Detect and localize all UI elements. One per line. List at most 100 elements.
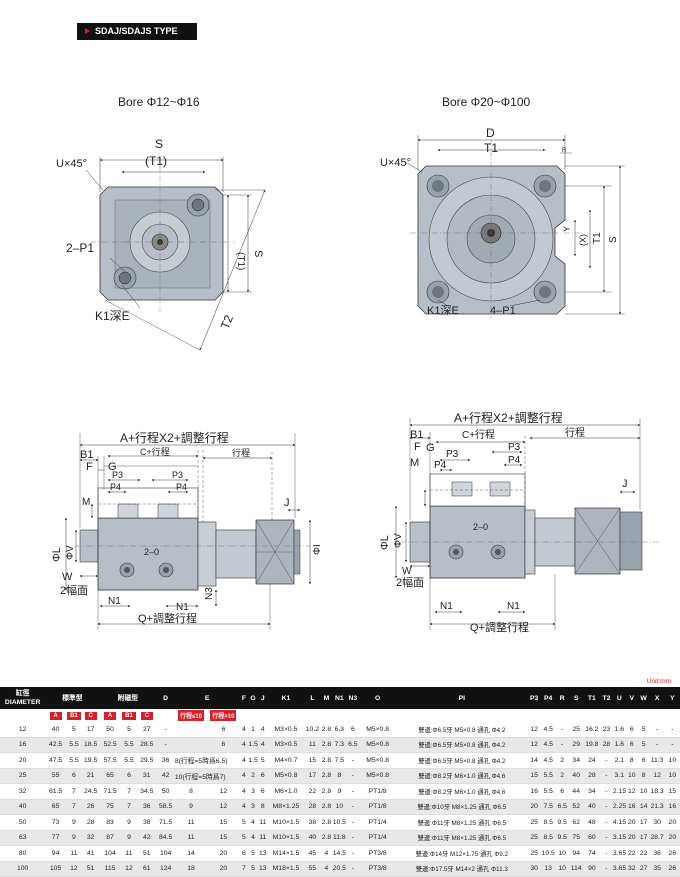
table-cell: PT3/8: [359, 861, 396, 877]
tag-e-gt10: 行程>10: [210, 710, 237, 721]
tag-c2: C: [140, 711, 153, 720]
table-cell: 21.3: [649, 799, 665, 815]
table-cell: 87: [99, 830, 121, 846]
table-cell: 5.5: [65, 737, 83, 753]
tag-b1a: B1: [67, 711, 81, 720]
table-cell: 2: [555, 768, 569, 784]
header-standard: 標準型: [45, 687, 100, 709]
f-label-large: F: [414, 441, 421, 453]
s-vertical-label-large: S: [608, 236, 619, 243]
t1-label: (T1): [145, 154, 167, 168]
table-cell: 30: [527, 861, 541, 877]
table-cell: 25: [0, 768, 46, 784]
table-cell: 4.5: [540, 722, 556, 738]
table-cell: 61: [137, 861, 157, 877]
table-cell: 26: [82, 799, 100, 815]
table-cell: 8.5: [540, 830, 556, 846]
table-cell: 4: [248, 814, 258, 831]
tag-a1: A: [49, 711, 62, 720]
table-cell: 104: [99, 845, 121, 862]
table-cell: 3: [248, 783, 258, 800]
table-cell: 16: [664, 799, 680, 815]
table-cell: 11: [174, 830, 208, 846]
table-cell: 6: [207, 722, 240, 738]
table-cell: 雙邊:Φ6.5牙 M5×0.8 通孔 Φ4.2: [396, 752, 528, 769]
table-cell: 10(行程=5時爲7): [174, 768, 240, 784]
table-cell: 3.65: [612, 845, 626, 862]
table-cell: 11: [120, 845, 138, 862]
table-cell: 94: [568, 845, 584, 862]
table-cell: 14: [527, 752, 541, 769]
table-cell: 52.5: [99, 737, 121, 753]
table-cell: 11.8: [332, 830, 347, 846]
table-cell: 2.8: [320, 830, 333, 846]
table-cell: 17: [637, 830, 650, 846]
table-cell: 4: [239, 722, 249, 738]
table-cell: 4: [257, 722, 268, 738]
table-cell: 14: [637, 799, 650, 815]
table-cell: 8: [625, 752, 638, 769]
table-cell: 31: [137, 768, 157, 784]
table-cell: 雙邊:Φ17.5牙 M14×2 通孔 Φ11.3: [396, 861, 528, 877]
table-cell: 4: [248, 830, 258, 846]
table-cell: -: [664, 722, 680, 738]
table-cell: 28: [304, 799, 321, 815]
table-cell: 10: [332, 799, 347, 815]
table-cell: 2.8: [320, 752, 333, 769]
type-badge: SDAJ/SDAJS TYPE: [77, 23, 197, 40]
table-cell: 50: [0, 814, 46, 831]
technical-drawings: U×45° S (T1) (T1) S 2–P1 K1深E T2: [51, 126, 660, 634]
table-cell: 45: [304, 845, 321, 862]
table-cell: -: [346, 799, 360, 815]
j-label: J: [284, 497, 290, 509]
table-cell: 5.5: [65, 752, 83, 769]
table-cell: -: [649, 722, 665, 738]
table-cell: 13: [540, 861, 556, 877]
table-cell: M5×0.8: [267, 768, 305, 784]
table-cell: 7: [120, 799, 138, 815]
table-cell: 16: [527, 783, 541, 800]
p1-label-large: 4–P1: [490, 305, 516, 317]
table-cell: M3×0.5: [267, 737, 305, 753]
table-cell: 4: [239, 752, 249, 769]
header-pi: PI: [396, 687, 528, 709]
table-cell: 34: [568, 752, 584, 769]
header-k1: K1: [267, 687, 305, 709]
phiv-label: ΦV: [65, 545, 76, 560]
table-cell: M8×1.25: [267, 799, 305, 815]
table-cell: 4: [239, 799, 249, 815]
p3-label: P3: [172, 470, 183, 480]
table-cell: 6: [65, 768, 83, 784]
table-cell: 12: [625, 783, 638, 800]
s-vertical-label: S: [252, 250, 264, 257]
table-cell: PT1/4: [359, 814, 396, 831]
table-cell: M5×0.8: [359, 722, 396, 738]
table-cell: 2.8: [320, 737, 333, 753]
table-cell: -: [346, 814, 360, 831]
table-cell: 19.8: [583, 737, 600, 753]
header-m: M: [320, 687, 333, 709]
x-label: (X): [578, 234, 588, 246]
table-cell: -: [555, 737, 569, 753]
c-label-large: C+行程: [462, 428, 495, 441]
header-p3: P3: [527, 687, 541, 709]
table-cell: 20: [527, 799, 541, 815]
w-label: W: [62, 571, 73, 583]
table-cell: 17: [637, 814, 650, 831]
table-cell: 105: [45, 861, 66, 877]
table-cell: 13: [257, 861, 268, 877]
table-cell: M14×1.5: [267, 845, 305, 862]
table-cell: [174, 737, 208, 753]
table-cell: M3×0.5: [267, 722, 305, 738]
table-cell: 10: [664, 752, 680, 769]
table-cell: 104: [156, 845, 175, 862]
table-cell: 83: [99, 814, 121, 831]
side-view-small: A+行程X2+調整行程 B1 F G C+行程 行程 P3 P4 P3 P4 M…: [51, 430, 323, 630]
d-label: D: [486, 126, 495, 140]
table-cell: 90: [583, 861, 600, 877]
table-cell: PT1/8: [359, 783, 396, 800]
table-cell: 20: [625, 830, 638, 846]
header-p4: P4: [540, 687, 556, 709]
